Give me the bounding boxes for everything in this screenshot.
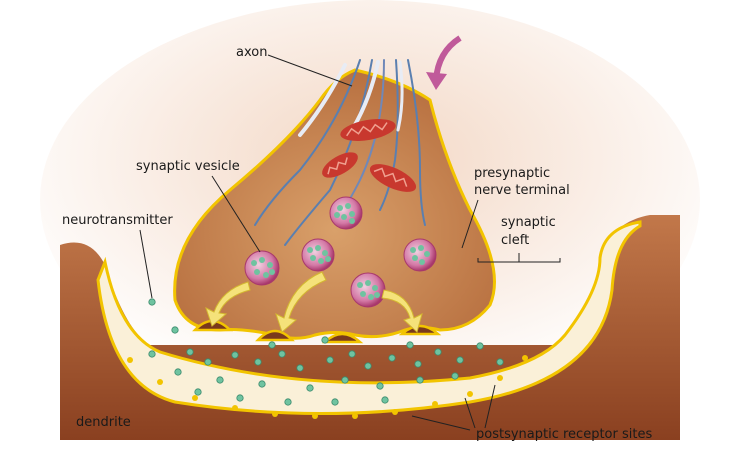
neurotransmitter-molecules: [148, 298, 504, 406]
label-nerve-terminal: nerve terminal: [474, 183, 570, 198]
synaptic-cleft-area: [96, 220, 642, 415]
presynaptic-leader: [461, 199, 479, 249]
synaptic-vesicle: [301, 238, 335, 272]
cleft-bracket: [477, 253, 561, 263]
receptor-leader: [411, 415, 471, 431]
flow-arrow-head: [426, 72, 447, 90]
label-neurotransmitter: neurotransmitter: [62, 213, 173, 228]
synaptic-vesicle: [329, 196, 363, 230]
receptor-leader: [484, 384, 496, 429]
receptor-sites: [127, 355, 528, 419]
label-cleft: cleft: [501, 233, 529, 248]
axon-leader: [267, 54, 353, 87]
neurotransmitter-leader: [139, 229, 153, 299]
synaptic-vesicles: [244, 196, 437, 308]
synaptic-vesicle: [350, 272, 386, 308]
mitochondrion: [322, 152, 358, 178]
release-arrows: [205, 271, 423, 333]
mitochondrion: [369, 164, 417, 192]
label-postsynaptic-receptor-sites: postsynaptic receptor sites: [476, 427, 652, 442]
vesicle-leader: [211, 175, 261, 253]
label-dendrite: dendrite: [76, 415, 131, 430]
label-presynaptic: presynaptic: [474, 166, 550, 181]
receptor-leader: [464, 397, 476, 429]
mitochondria: [322, 119, 417, 192]
label-synaptic-vesicle: synaptic vesicle: [136, 159, 240, 174]
label-synaptic: synaptic: [501, 215, 556, 230]
synaptic-vesicle: [403, 238, 437, 272]
synaptic-vesicle: [244, 250, 280, 286]
label-axon: axon: [236, 45, 267, 60]
